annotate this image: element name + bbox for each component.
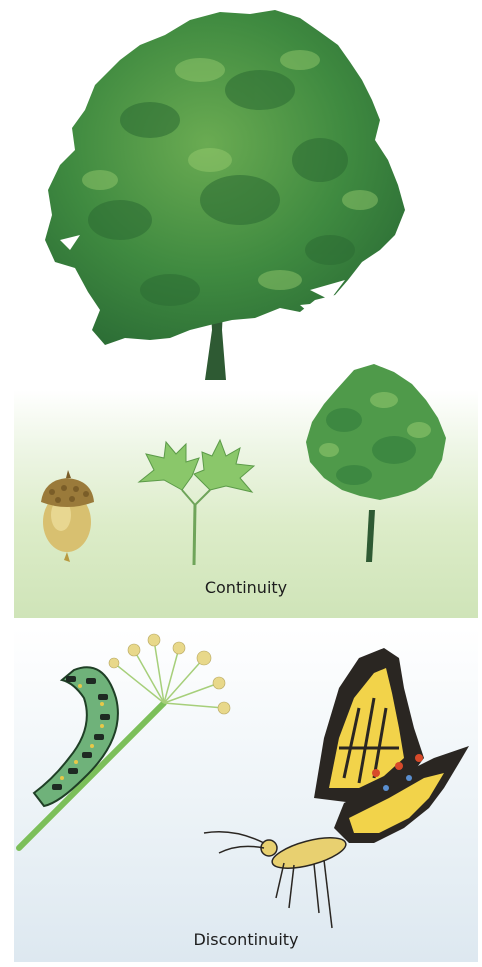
fennel-plant (19, 634, 230, 848)
seedling-leaf-right (194, 440, 254, 492)
seedling-leaf-left (139, 442, 199, 490)
continuity-caption: Continuity (14, 578, 478, 597)
discontinuity-panel: Discontinuity (14, 628, 478, 962)
continuity-panel: Continuity (14, 390, 478, 618)
oak-seedling (139, 440, 254, 565)
caterpillar (34, 667, 118, 806)
swallowtail-butterfly (204, 648, 469, 928)
oak-sapling (306, 364, 446, 562)
acorn (41, 470, 94, 562)
discontinuity-caption: Discontinuity (14, 930, 478, 949)
mature-oak-tree (0, 0, 482, 390)
discontinuity-illustration (14, 628, 478, 962)
